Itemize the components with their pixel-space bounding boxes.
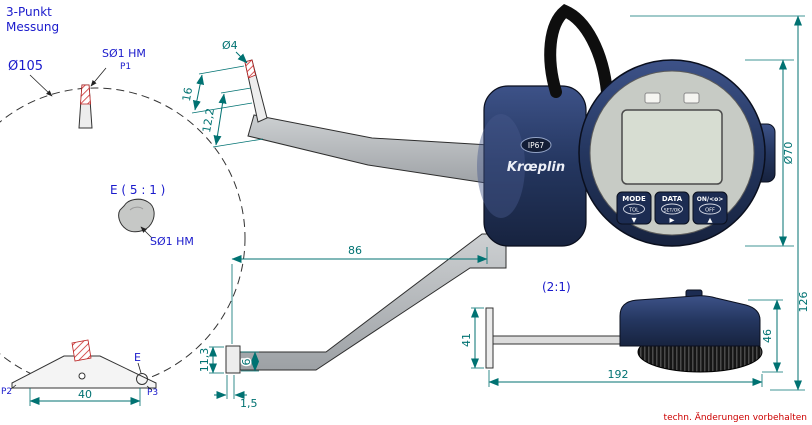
side-view: (2:1) (485, 280, 763, 373)
footer-note: techn. Änderungen vorbehalten (664, 412, 807, 423)
dim-126-label: 126 (797, 292, 810, 313)
key-mode: MODE TOL ▼ (616, 191, 652, 225)
upper-arm (247, 114, 507, 187)
detail-e-blob (118, 198, 155, 233)
dim-40-label: 40 (78, 388, 92, 401)
key-data-arrow-icon: ▶ (670, 216, 675, 224)
dim-tip-diameter-label: Ø4 (222, 39, 238, 52)
detail-e-shading (129, 206, 144, 211)
detail-probe-label: SØ1 HM (150, 235, 194, 248)
upper-probe-carbide-tip (244, 59, 256, 79)
key-mode-sub: TOL (628, 208, 639, 214)
side-view-scale-label: (2:1) (542, 280, 571, 294)
dim-11-3: 11,3 (198, 346, 224, 374)
dim-70-label: Ø70 (782, 142, 795, 165)
key-on-off-arrow-icon: ▲ (708, 216, 713, 224)
p3-label: P3 (147, 388, 158, 398)
e-marker-circle (136, 373, 148, 385)
dim-1-5: 1,5 (214, 375, 258, 410)
key-mode-label: MODE (622, 195, 646, 203)
measuring-diameter-label: Ø105 (8, 59, 43, 74)
dim-1-5-label: 1,5 (240, 397, 258, 410)
dim-192: 192 (488, 368, 763, 387)
key-on-off-label: ON/<o> (697, 196, 724, 203)
lower-probe-tip (225, 345, 241, 374)
detail-e: E ( 5 : 1 ) SØ1 HM (110, 183, 194, 248)
dim-41-label: 41 (460, 333, 473, 347)
dim-16: 16 (180, 65, 253, 114)
key-on-off: ON/<o> OFF ▲ (692, 191, 728, 225)
lower-arm (225, 233, 507, 374)
probe1-tag: P1 (120, 62, 131, 72)
device-body: IP67 Krœplin (477, 85, 587, 247)
dim-192-label: 192 (608, 368, 629, 381)
p2-label: P2 (1, 387, 12, 397)
dim-46-label: 46 (761, 329, 774, 343)
dim-measuring-diameter: Ø105 (8, 59, 53, 97)
display-window-right (683, 92, 700, 104)
keypad: MODE TOL ▼ DATA SET/OK ▶ ON/<o> OFF ▲ (616, 191, 728, 225)
dim-70: Ø70 (745, 59, 795, 247)
detail-e-title: E ( 5 : 1 ) (110, 183, 165, 197)
key-on-off-sub: OFF (705, 208, 715, 214)
upper-arm-shape (247, 114, 507, 187)
display-head: MODE TOL ▼ DATA SET/OK ▶ ON/<o> OFF ▲ (578, 59, 766, 247)
key-mode-button (616, 191, 652, 225)
key-data-label: DATA (662, 195, 683, 203)
title-line2: Messung (6, 20, 59, 34)
display-window-left (644, 92, 661, 104)
trigger-lever (544, 4, 613, 98)
title-line1: 3-Punkt (6, 5, 52, 19)
dim-86: 86 (231, 244, 488, 344)
side-plate (485, 307, 494, 369)
side-arm (492, 335, 626, 345)
key-data-pill (661, 203, 683, 215)
brand-label: Krœplin (507, 160, 565, 175)
dim-6: 6 (239, 351, 259, 372)
dim-12-2: 12,2 (200, 87, 264, 148)
dim-16-label: 16 (180, 86, 195, 102)
dim-12-2-label: 12,2 (200, 107, 217, 133)
dim-126: 126 (630, 15, 810, 391)
cone-center-hole (78, 372, 86, 380)
ip-rating-label: IP67 (528, 141, 545, 150)
key-data-sub: SET/OK (664, 208, 682, 214)
ip-badge (520, 137, 552, 153)
key-data-button (654, 191, 690, 225)
key-on-off-pill (699, 203, 721, 215)
probe-p1: SØ1 HM P1 (78, 47, 146, 129)
key-data: DATA SET/OK ▶ (654, 191, 690, 225)
e-marker-label: E (134, 351, 141, 364)
dim-6-label: 6 (240, 359, 253, 366)
body-highlight (477, 114, 525, 218)
drawing-title: 3-Punkt Messung (6, 5, 59, 34)
key-mode-arrow-icon: ▼ (632, 216, 637, 224)
probe-p1-carbide-tip (80, 84, 91, 105)
dim-41: 41 (460, 307, 484, 369)
dim-86-label: 86 (348, 244, 362, 257)
upper-probe (244, 59, 268, 123)
lcd-screen (621, 109, 723, 185)
cone-probe: E P2 P3 (1, 339, 158, 398)
lower-arm-shape (237, 233, 507, 371)
key-on-off-button (692, 191, 728, 225)
cone-carbide-tip (71, 339, 92, 362)
dim-11-3-label: 11,3 (198, 348, 211, 373)
side-body (619, 295, 761, 347)
probe1-label: SØ1 HM (102, 47, 146, 60)
dim-40: 40 (29, 388, 141, 406)
dim-tip-diameter: Ø4 (222, 39, 248, 64)
dim-46: 46 (748, 299, 783, 373)
key-mode-pill (623, 203, 645, 215)
